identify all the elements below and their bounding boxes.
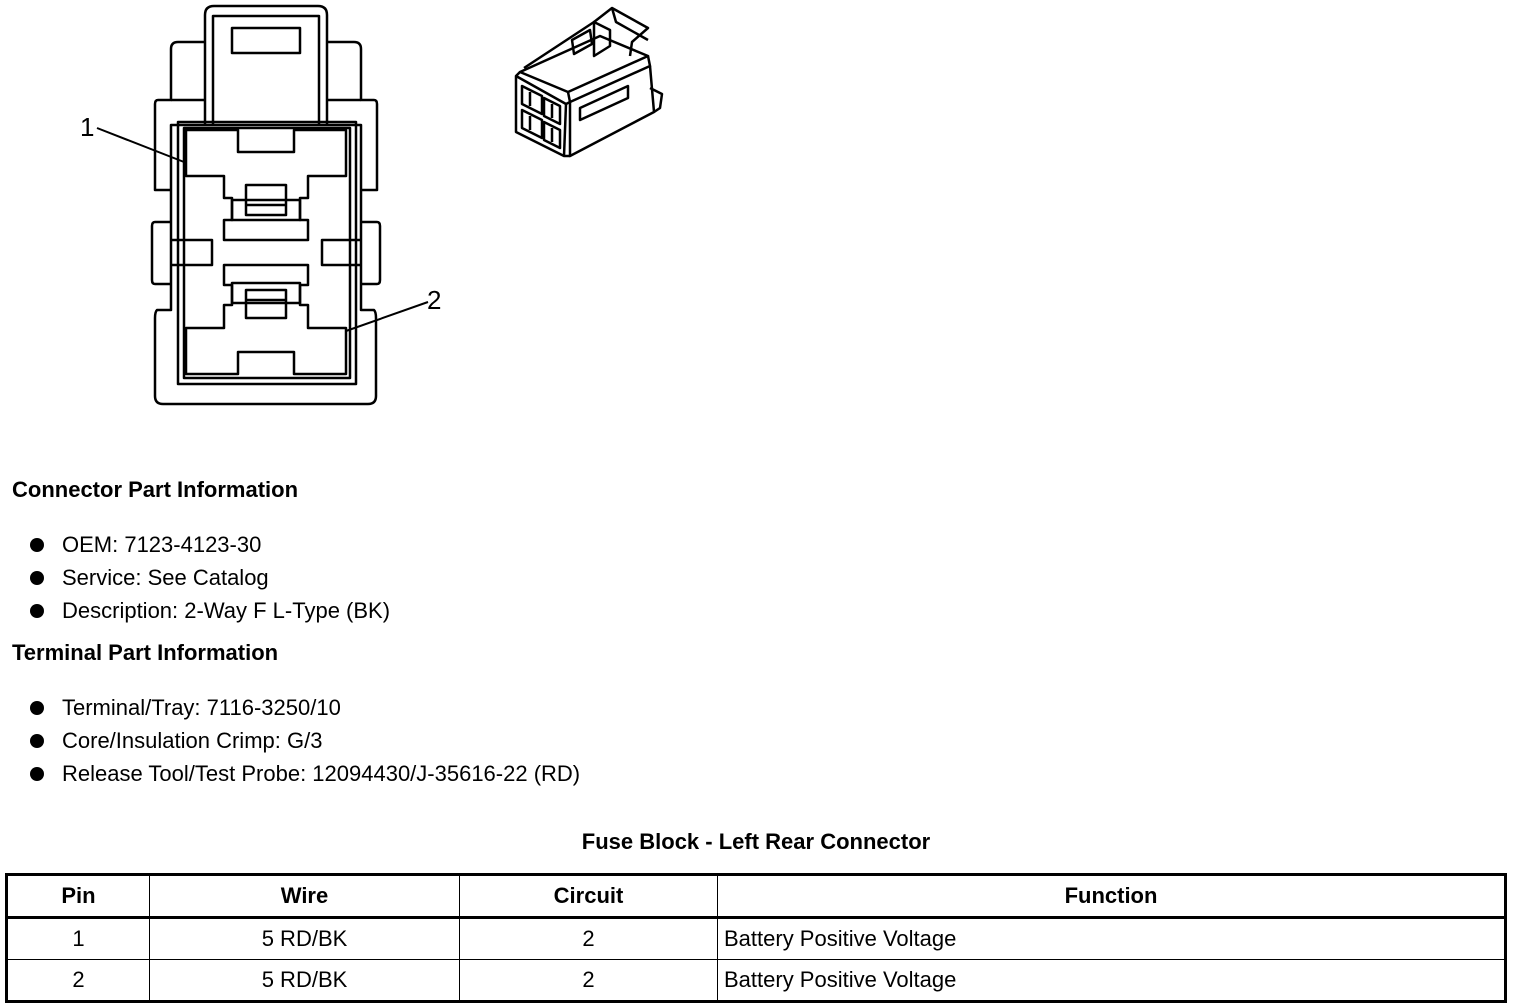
list-item: Terminal/Tray: 7116-3250/10 (30, 691, 580, 724)
connector-diagram: 1 2 (80, 4, 664, 406)
bullet-icon (30, 734, 44, 748)
terminal-info-heading: Terminal Part Information (12, 640, 279, 665)
cell-circuit: 2 (459, 959, 718, 1002)
bullet-icon (30, 701, 44, 715)
connector-face-view (150, 4, 382, 406)
callout-2-label: 2 (427, 285, 441, 315)
bullet-icon (30, 604, 44, 618)
callout-1-leader (96, 127, 185, 163)
cell-circuit: 2 (459, 917, 718, 960)
list-item-text: Terminal/Tray: 7116-3250/10 (62, 695, 341, 720)
connector-info-heading: Connector Part Information (12, 477, 299, 502)
table-row: 1 5 RD/BK 2 Battery Positive Voltage (6, 917, 1506, 960)
pinout-table-title: Fuse Block - Left Rear Connector (581, 829, 931, 854)
list-item: Service: See Catalog (30, 561, 390, 594)
pinout-table: Pin Wire Circuit Function 1 5 RD/BK 2 Ba… (5, 873, 1507, 1003)
column-header-pin: Pin (6, 874, 150, 919)
list-item: OEM: 7123-4123-30 (30, 528, 390, 561)
connector-iso-view (514, 6, 664, 158)
terminal-info-list: Terminal/Tray: 7116-3250/10 Core/Insulat… (30, 691, 580, 790)
callout-2-leader (345, 301, 429, 332)
cell-pin: 1 (6, 917, 150, 960)
cell-function: Battery Positive Voltage (717, 959, 1506, 1002)
connector-info-list: OEM: 7123-4123-30 Service: See Catalog D… (30, 528, 390, 627)
table-header-row: Pin Wire Circuit Function (6, 874, 1506, 919)
list-item-text: OEM: 7123-4123-30 (62, 532, 262, 557)
list-item: Release Tool/Test Probe: 12094430/J-3561… (30, 757, 580, 790)
cell-pin: 2 (6, 959, 150, 1002)
cell-wire: 5 RD/BK (149, 917, 460, 960)
bullet-icon (30, 571, 44, 585)
column-header-wire: Wire (149, 874, 460, 919)
bullet-icon (30, 767, 44, 781)
column-header-circuit: Circuit (459, 874, 718, 919)
list-item-text: Description: 2-Way F L-Type (BK) (62, 598, 391, 623)
column-header-function: Function (717, 874, 1506, 919)
callout-1-label: 1 (80, 112, 94, 142)
cell-function: Battery Positive Voltage (717, 917, 1506, 960)
list-item: Description: 2-Way F L-Type (BK) (30, 594, 390, 627)
cell-wire: 5 RD/BK (149, 959, 460, 1002)
list-item-text: Core/Insulation Crimp: G/3 (62, 728, 323, 753)
table-row: 2 5 RD/BK 2 Battery Positive Voltage (6, 959, 1506, 1002)
list-item: Core/Insulation Crimp: G/3 (30, 724, 580, 757)
bullet-icon (30, 538, 44, 552)
list-item-text: Release Tool/Test Probe: 12094430/J-3561… (62, 761, 581, 786)
list-item-text: Service: See Catalog (62, 565, 269, 590)
